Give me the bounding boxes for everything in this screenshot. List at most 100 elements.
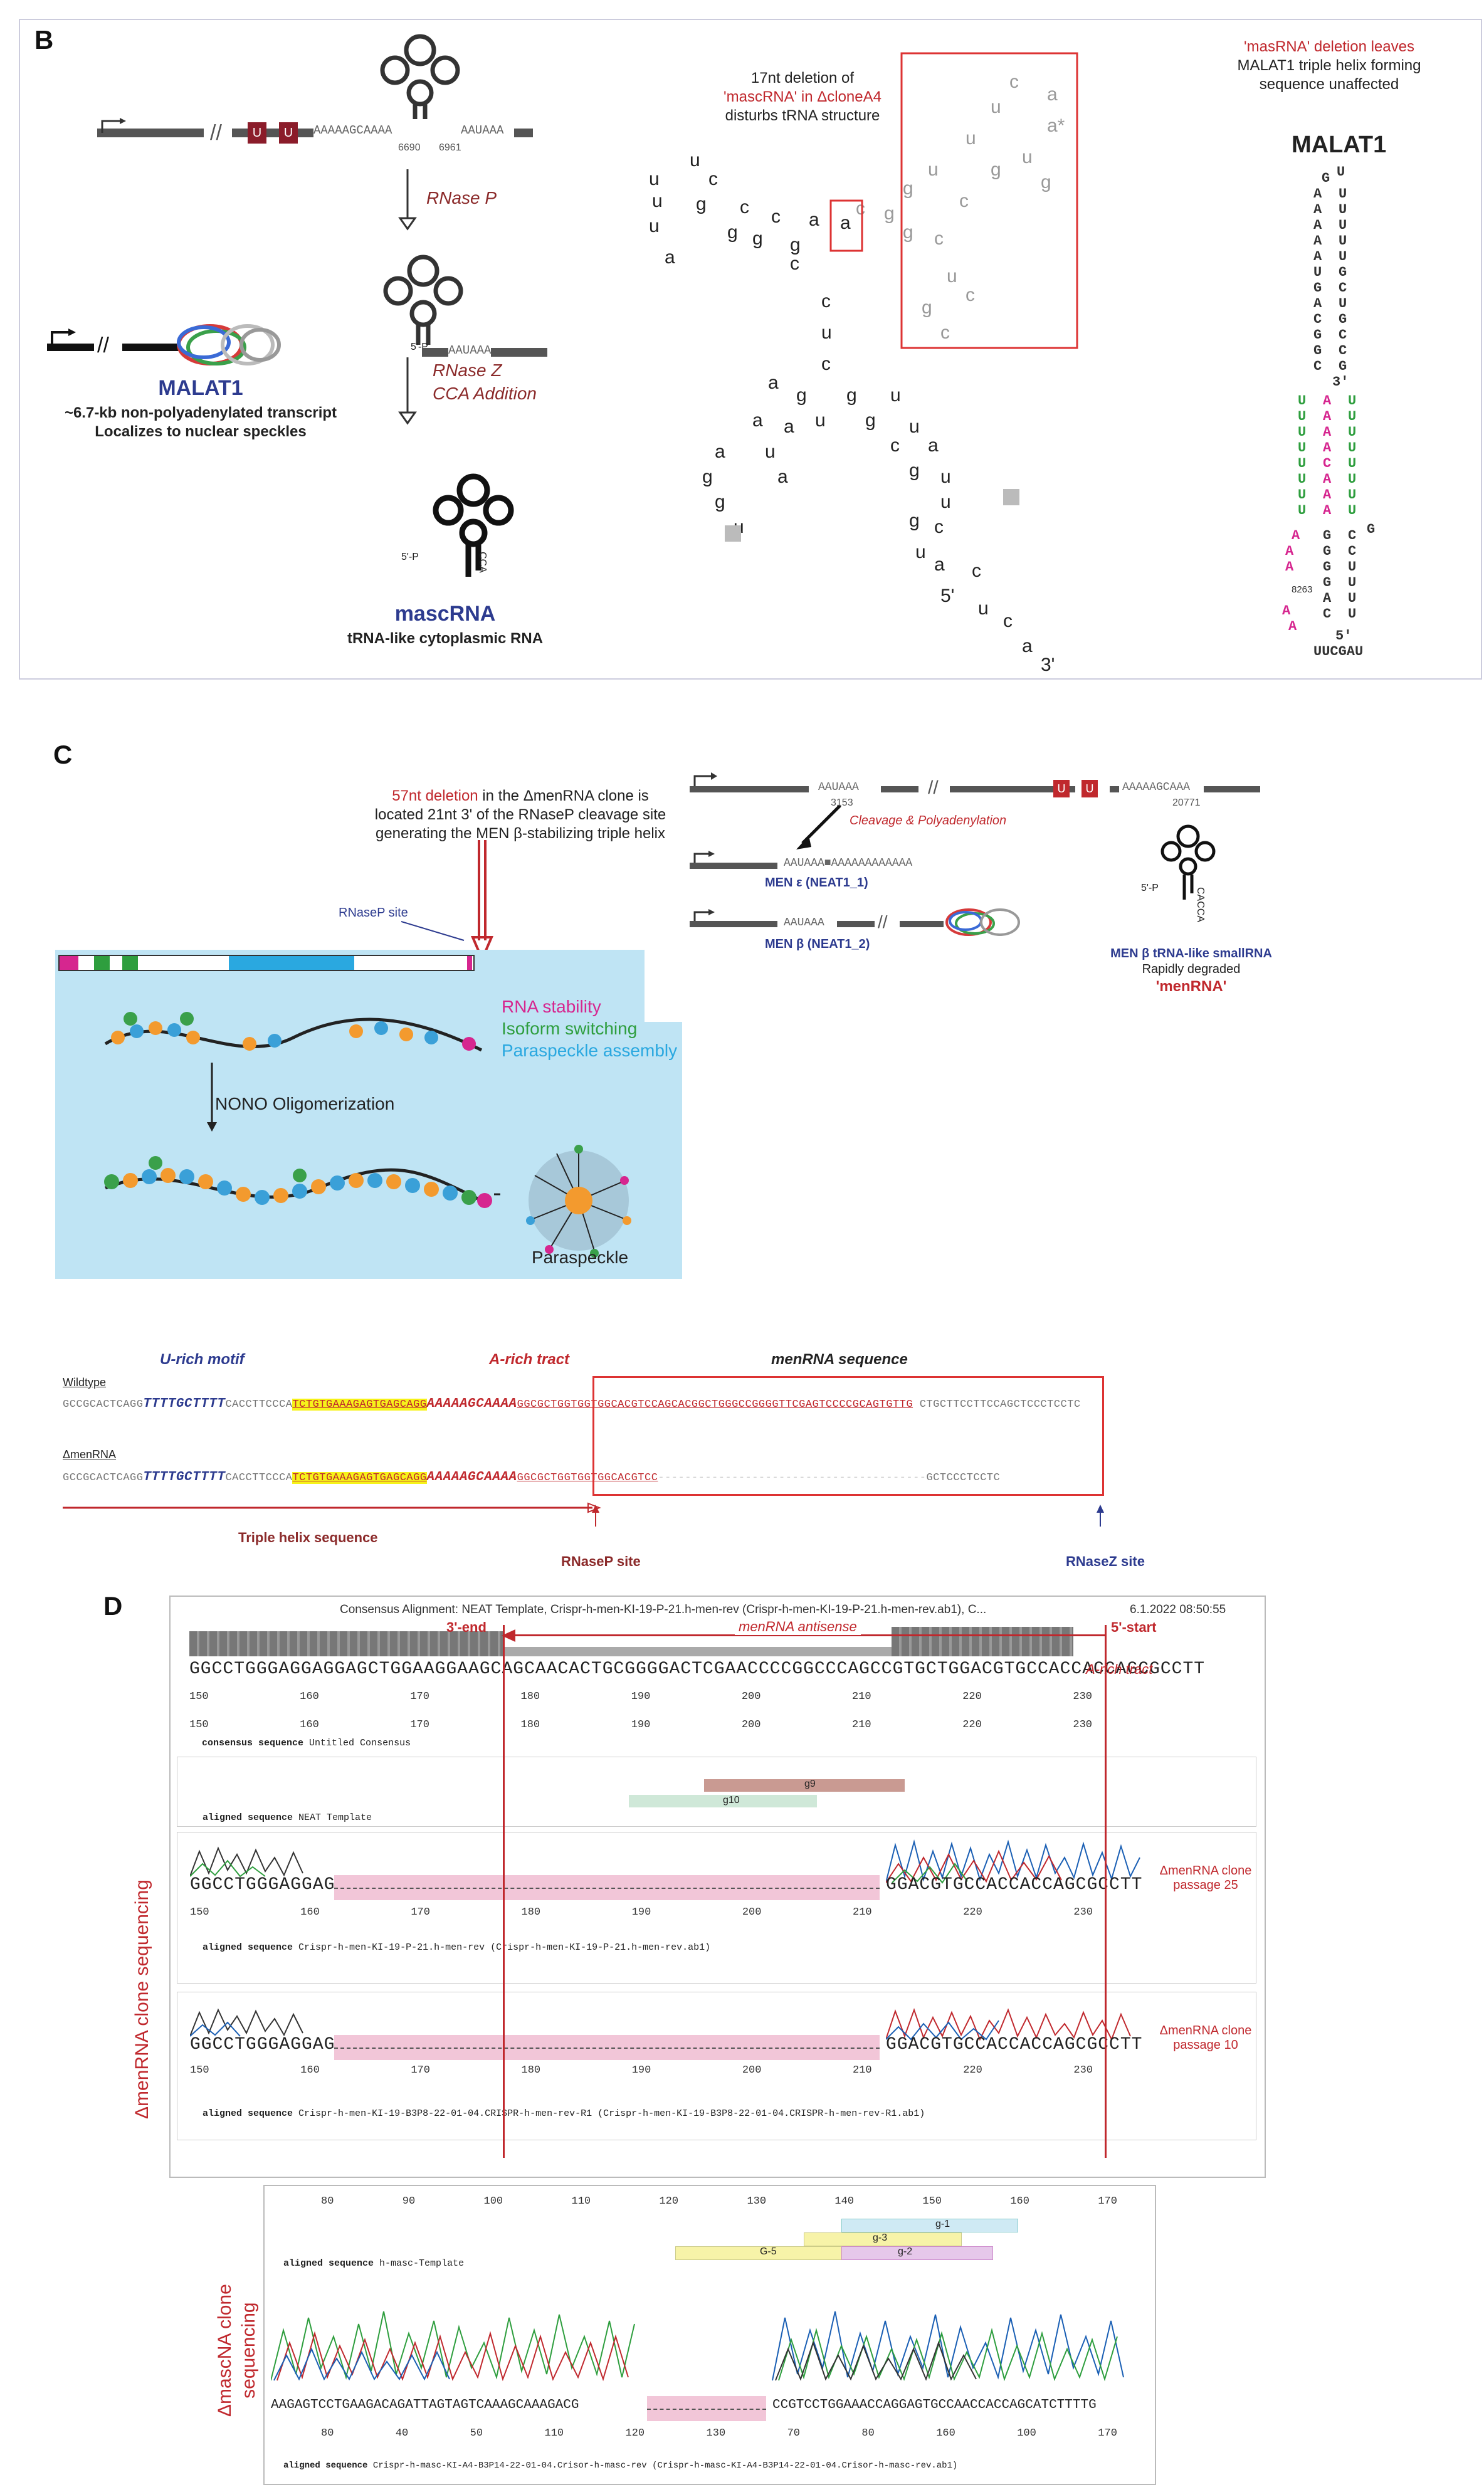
- triple-helix-arrow: [63, 1502, 1104, 1527]
- svg-text:A: A: [1323, 409, 1332, 424]
- svg-text://: //: [97, 334, 109, 357]
- svg-text:U: U: [1298, 409, 1306, 424]
- svg-text:c: c: [972, 560, 981, 581]
- svg-text:g: g: [752, 228, 763, 249]
- svg-text:U: U: [1348, 440, 1356, 456]
- svg-text:U: U: [1313, 265, 1322, 280]
- five-start-label: 5'-start: [1111, 1619, 1157, 1635]
- svg-text:8263: 8263: [1292, 584, 1312, 595]
- svg-text:A: A: [1323, 503, 1332, 518]
- svg-text:u: u: [690, 150, 700, 171]
- svg-text:5': 5': [940, 586, 954, 606]
- svg-text:a: a: [784, 416, 794, 437]
- svg-text://: //: [928, 777, 939, 796]
- masc-seq-left: AAGAGTCCTGAAGACAGATTAGTAGTCAAAGCAAAGACG: [271, 2398, 579, 2412]
- svg-text:c: c: [821, 354, 831, 374]
- site-6961: 6961: [439, 142, 461, 153]
- step-rnase-p: RNase P: [426, 188, 497, 208]
- neat1-gene-schematic: // AAUAAA U U AAAAAGCAAA 3153 20771 Clea…: [690, 759, 1273, 1028]
- svg-text:U: U: [1348, 409, 1356, 424]
- u-box-1: U: [248, 122, 266, 144]
- men-beta-label: MEN β (NEAT1_2): [765, 937, 870, 951]
- svg-text://: //: [878, 912, 888, 932]
- svg-text:5': 5': [1335, 628, 1352, 644]
- svg-text:g: g: [702, 466, 713, 487]
- svg-text:u: u: [909, 416, 920, 437]
- svg-text:G: G: [1323, 544, 1331, 559]
- svg-text:u: u: [928, 159, 939, 180]
- svg-text:u: u: [966, 128, 976, 149]
- template-row: g9 g10 aligned sequence NEAT Template: [177, 1757, 1256, 1827]
- legend-rna-stability: RNA stability: [502, 997, 601, 1016]
- u-box-2: U: [279, 122, 298, 144]
- svg-text:U: U: [1339, 202, 1347, 218]
- svg-text:c: c: [740, 197, 749, 218]
- svg-text:A: A: [1282, 603, 1291, 619]
- malat1-schematic: //: [47, 313, 373, 370]
- pos-3153: 3153: [831, 797, 853, 808]
- svg-text:U: U: [1298, 471, 1306, 487]
- svg-text:a: a: [934, 554, 945, 575]
- svg-text:U: U: [1298, 456, 1306, 471]
- svg-text:A: A: [1292, 528, 1300, 544]
- svg-text:g: g: [715, 492, 725, 512]
- svg-text:U: U: [1348, 503, 1356, 518]
- svg-text:A: A: [1323, 487, 1332, 503]
- step-cca-addition: CCA Addition: [433, 384, 537, 403]
- svg-text:U: U: [1348, 591, 1356, 606]
- svg-text:G: G: [1313, 327, 1322, 343]
- svg-text:A: A: [1323, 440, 1332, 456]
- svg-text:c: c: [708, 169, 718, 189]
- svg-text:C: C: [1313, 359, 1322, 374]
- svg-text:u: u: [649, 216, 660, 236]
- svg-text:a*: a*: [1047, 115, 1065, 136]
- panel-b-label: B: [34, 25, 54, 55]
- svg-text:g: g: [903, 178, 913, 199]
- rnasep-site-label-2: RNaseP site: [561, 1554, 641, 1569]
- menrna-antisense-label: menRNA antisense: [735, 1619, 861, 1635]
- p25-seq-right: GGACGTGCCACCACCAGCGCCTT: [886, 1875, 1143, 1895]
- svg-text:A: A: [1288, 619, 1297, 634]
- svg-text:A: A: [1285, 559, 1294, 575]
- svg-text:u: u: [890, 385, 901, 406]
- guide-g10: [629, 1795, 817, 1807]
- svg-text:U: U: [1339, 249, 1347, 265]
- svg-text:U: U: [1298, 393, 1306, 409]
- red-down-arrow-icon: [470, 840, 494, 963]
- svg-text:3': 3': [1041, 655, 1055, 675]
- right-note: 'masRNA' deletion leaves MALAT1 triple h…: [1237, 38, 1421, 93]
- top-seq-b: AAUAAA: [461, 124, 504, 137]
- svg-text:U: U: [1348, 393, 1356, 409]
- svg-text:A: A: [1323, 471, 1332, 487]
- men-epsilon-polya: AAUAAA■AAAAAAAAAAAA: [784, 857, 913, 870]
- svg-text:A: A: [1313, 249, 1322, 265]
- deletion-note: 17nt deletion of 'mascRNA' in ΔcloneA4 d…: [724, 70, 881, 124]
- guide-g9: [704, 1779, 905, 1792]
- alignment-header-title: Consensus Alignment: NEAT Template, Cris…: [340, 1603, 987, 1616]
- svg-text:g: g: [884, 203, 895, 224]
- guide-g3: [804, 2232, 962, 2246]
- svg-text:U: U: [1339, 296, 1347, 312]
- masc-seq-right: CCGTCCTGGAAACCAGGAGTGCCAACCACCAGCATCTTTT…: [772, 2398, 1097, 2412]
- svg-text:a: a: [665, 247, 675, 268]
- paraspeckle-label: Paraspeckle: [532, 1248, 629, 1267]
- product-cca: CCA: [477, 552, 488, 573]
- legend-isoform-switching: Isoform switching: [502, 1019, 638, 1038]
- wildtype-sequence: GCCGCACTCAGGTTTTGCTTTTCACCTTCCCATCTGTGAA…: [63, 1397, 1081, 1411]
- down-arrow-icon: [398, 169, 417, 231]
- svg-text:U: U: [1348, 575, 1356, 591]
- svg-text:A: A: [1323, 591, 1332, 606]
- svg-text:U: U: [1298, 424, 1306, 440]
- svg-text:U: U: [1337, 164, 1345, 180]
- malat1-gene-track: // U U AAAAAGCAAAA AAUAAA 6690 6961: [97, 116, 549, 154]
- men-alignment-window: Consensus Alignment: NEAT Template, Cris…: [169, 1596, 1266, 2178]
- svg-text:U: U: [1348, 456, 1356, 471]
- svg-text:g: g: [865, 410, 876, 431]
- menrna-box: [592, 1376, 1104, 1496]
- rnasez-site-label: RNaseZ site: [1066, 1554, 1145, 1569]
